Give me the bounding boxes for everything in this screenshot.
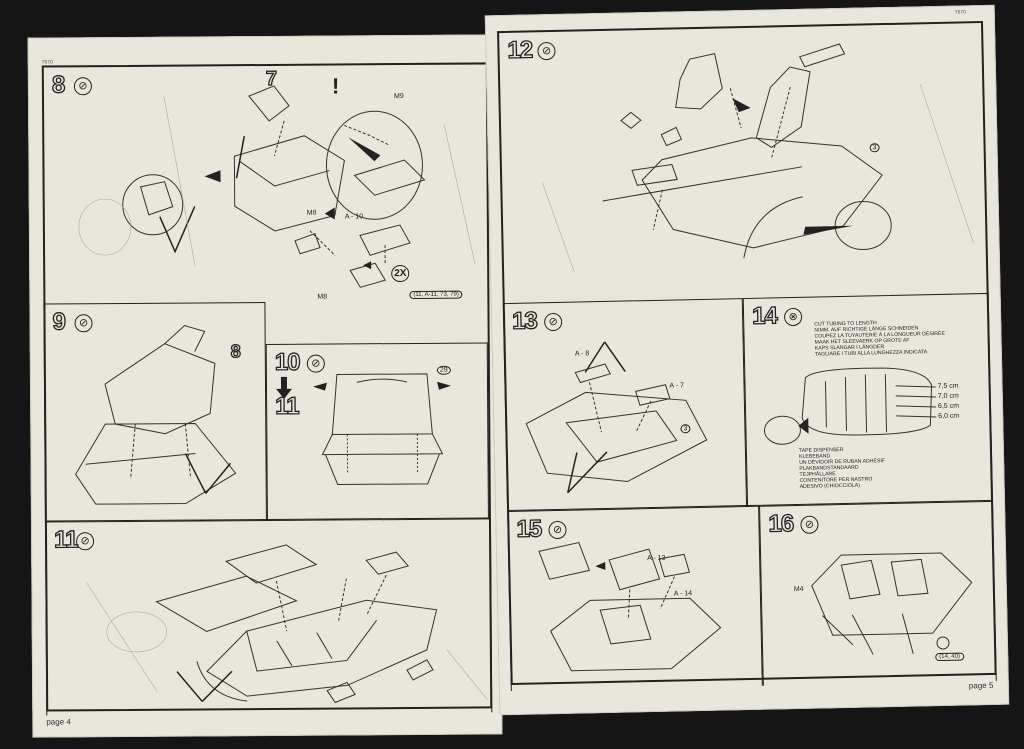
- step-13-drawing: [525, 341, 708, 494]
- step-15-panel: 15 ⊘ A - 13 A - 14: [507, 505, 763, 692]
- step-12-drawing: [541, 43, 974, 272]
- step-11-panel: 11 ⊘: [44, 518, 493, 716]
- step-14-drawing: [763, 367, 937, 445]
- step-16-drawing: [811, 552, 973, 655]
- left-page-frame: 8 ⊘ 7 ! M9 M8 M8 A - 10 2X (11, A-11, 73…: [41, 62, 493, 716]
- right-instruction-page: 7670 12 ⊘ 3: [484, 4, 1010, 716]
- right-page-frame: 12 ⊘ 3: [497, 20, 997, 692]
- step-9-panel: 9 ⊘ 8: [43, 301, 267, 522]
- step-8-panel: 8 ⊘ 7 ! M9 M8 M8 A - 10 2X (11, A-11, 73…: [44, 64, 488, 303]
- step-10-panel: 10 ⊘ 11 29: [265, 342, 489, 520]
- step-8-drawing: [78, 85, 476, 288]
- step-15-drawing: [538, 541, 722, 672]
- corner-code: 7670: [954, 9, 966, 16]
- step-16-panel: 16 ⊘ M4 (14, 40): [759, 500, 997, 686]
- page-number: page 5: [968, 680, 994, 691]
- step-9-drawing: [75, 325, 237, 505]
- page-number: page 4: [46, 717, 71, 727]
- step-10-drawing: [276, 373, 452, 485]
- step-11-drawing: [86, 544, 488, 704]
- step-13-panel: 13 ⊘ A - 8 A - 7 3: [502, 298, 748, 512]
- step-12-panel: 12 ⊘ 3: [499, 23, 986, 283]
- left-instruction-page: 7670 8 ⊘ 7 ! M9 M8 M8 A - 10 2X (11, A-1…: [27, 34, 503, 738]
- step-14-panel: 14 ⊗ CUT TUBING TO LENGTH NIMM. AUF RICH…: [742, 292, 994, 507]
